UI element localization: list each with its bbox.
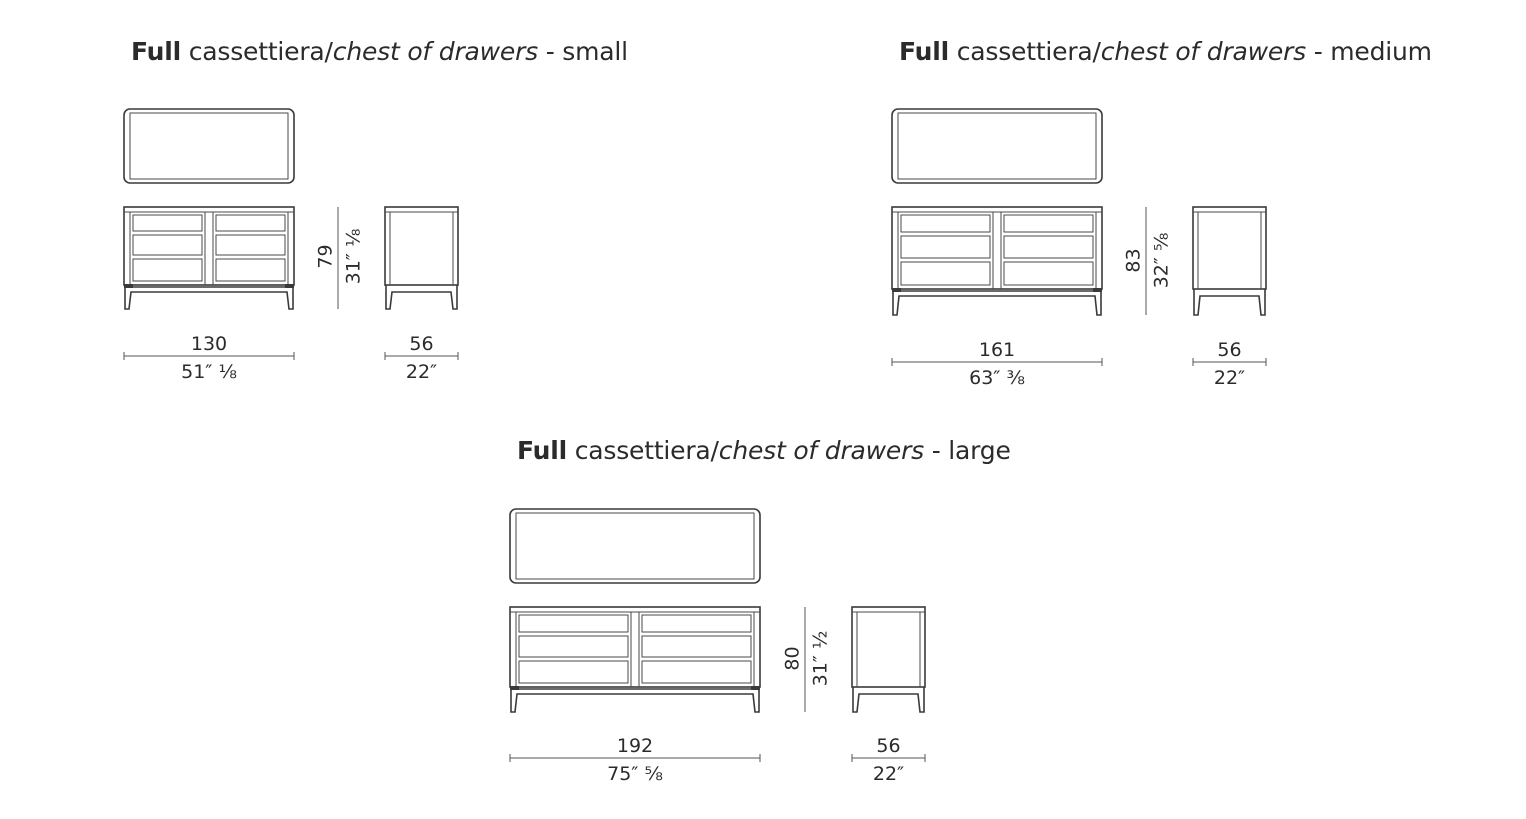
title-large-suffix: - large: [923, 436, 1011, 465]
medium-side-view: [1192, 206, 1267, 316]
small-width-cm: 130: [190, 333, 228, 355]
title-medium-plain: cassettiera/: [948, 37, 1101, 66]
title-large-bold: Full: [517, 436, 567, 465]
large-depth-cm: 56: [876, 735, 901, 757]
title-large-italic: chest of drawers: [718, 436, 924, 465]
medium-depth-in: 22″: [1213, 367, 1246, 389]
small-dimension-lines: [123, 207, 459, 360]
title-medium: Full cassettiera/chest of drawers - medi…: [899, 39, 1432, 64]
small-depth-in: 22″: [405, 361, 438, 383]
large-front-view: [509, 606, 761, 713]
large-top-view: [509, 508, 761, 584]
large-dimension-lines: [509, 607, 926, 762]
medium-dimension-lines: [891, 207, 1267, 366]
title-small-italic: chest of drawers: [332, 37, 538, 66]
medium-height-cm: 83: [1122, 248, 1145, 273]
title-large: Full cassettiera/chest of drawers - larg…: [517, 438, 1011, 463]
title-small-bold: Full: [131, 37, 181, 66]
medium-depth-cm: 56: [1217, 339, 1242, 361]
title-small-suffix: - small: [537, 37, 628, 66]
title-medium-italic: chest of drawers: [1100, 37, 1306, 66]
title-small: Full cassettiera/chest of drawers - smal…: [131, 39, 628, 64]
small-height-in: 31″ ⅛: [342, 228, 365, 285]
small-side-view: [384, 206, 459, 310]
small-top-view: [123, 108, 295, 184]
title-medium-suffix: - medium: [1305, 37, 1432, 66]
large-width-cm: 192: [616, 735, 654, 757]
medium-front-view: [891, 206, 1103, 316]
medium-top-view: [891, 108, 1103, 184]
title-medium-bold: Full: [899, 37, 949, 66]
large-height-cm: 80: [781, 646, 804, 671]
large-height-in: 31″ ½: [809, 630, 832, 687]
large-side-view: [851, 606, 926, 713]
title-large-plain: cassettiera/: [566, 436, 719, 465]
small-front-view: [123, 206, 295, 310]
large-width-in: 75″ ⅝: [607, 763, 663, 785]
small-width-in: 51″ ⅛: [181, 361, 237, 383]
small-height-cm: 79: [314, 244, 337, 269]
medium-height-in: 32″ ⅝: [1150, 232, 1173, 289]
title-small-plain: cassettiera/: [180, 37, 333, 66]
large-depth-in: 22″: [872, 763, 905, 785]
medium-width-cm: 161: [978, 339, 1016, 361]
medium-width-in: 63″ ⅜: [969, 367, 1025, 389]
small-depth-cm: 56: [409, 333, 434, 355]
